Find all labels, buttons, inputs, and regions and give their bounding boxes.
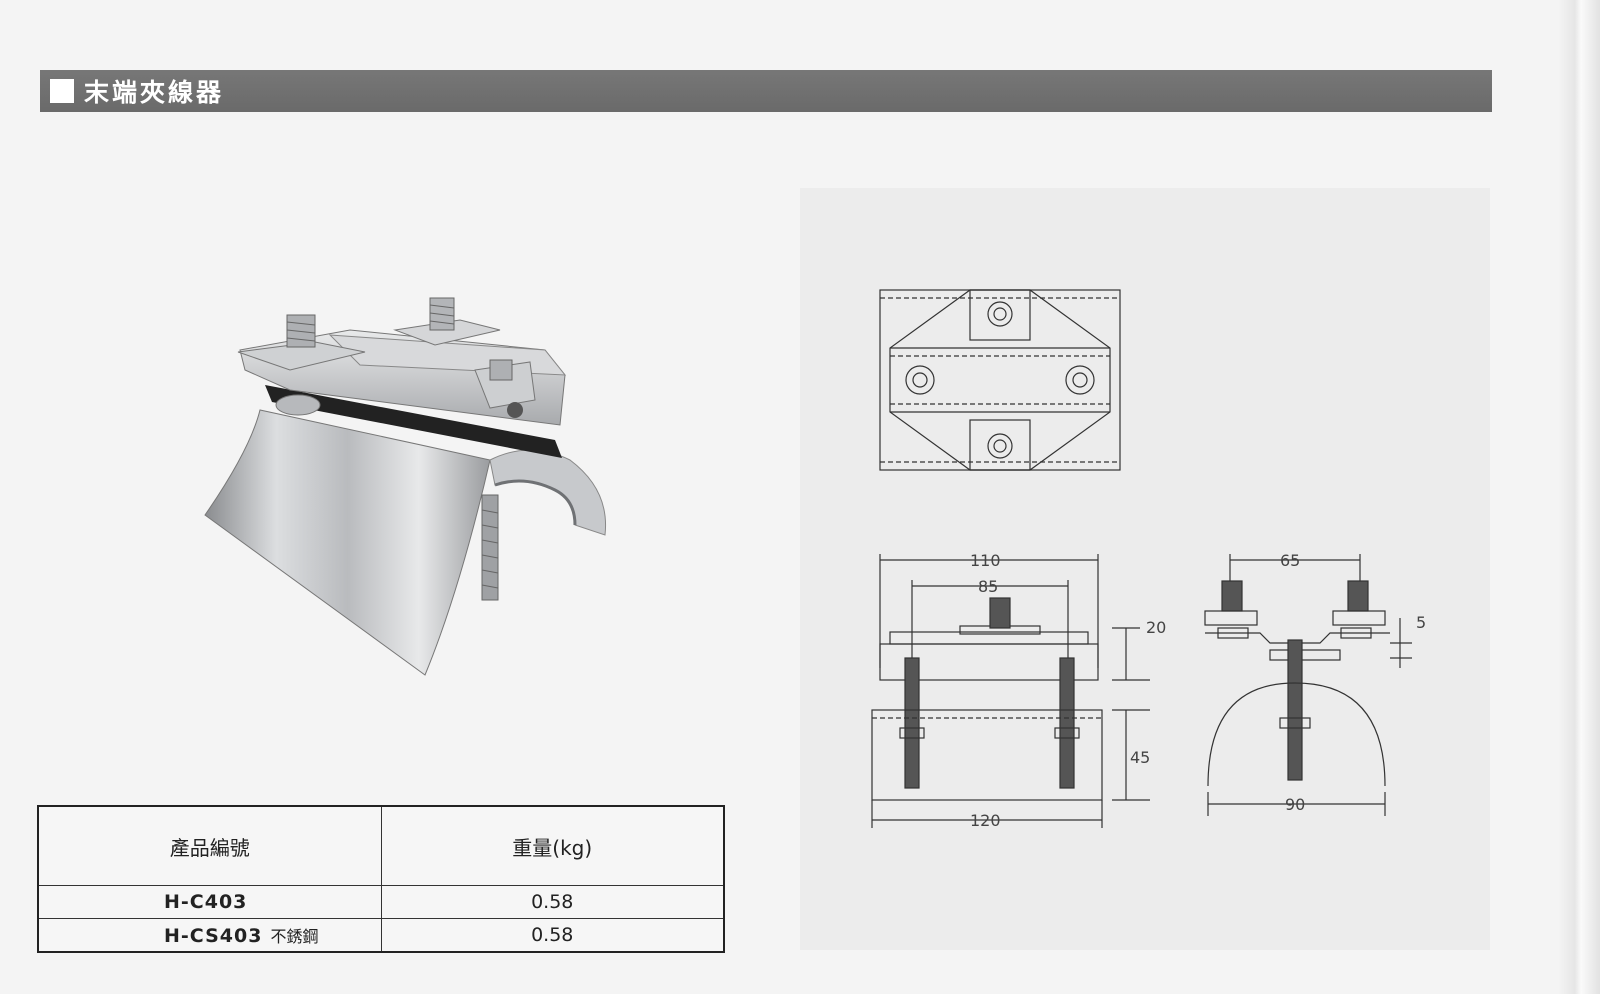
model-note: 不銹鋼 — [270, 927, 319, 946]
technical-drawing-panel: 110 85 20 45 120 65 5 90 — [800, 188, 1490, 950]
weight-cell: 0.58 — [380, 918, 725, 953]
page-edge — [1558, 0, 1600, 994]
dim-45: 45 — [1130, 748, 1150, 767]
technical-drawing: 110 85 20 45 120 65 5 90 — [871, 289, 1426, 830]
dim-5: 5 — [1416, 613, 1426, 632]
product-photo — [204, 297, 607, 676]
header-model: 產品編號 — [37, 805, 382, 886]
dim-65: 65 — [1280, 551, 1300, 570]
header-weight: 重量(kg) — [380, 805, 725, 886]
dim-85: 85 — [978, 577, 998, 596]
table-row: H-CS403 不銹鋼 0.58 — [37, 918, 725, 953]
model-code: H-C403 — [164, 891, 248, 913]
title-square-icon — [50, 79, 74, 103]
dim-110: 110 — [970, 551, 1001, 570]
model-cell: H-C403 — [37, 885, 382, 919]
table-header-row: 產品編號 重量(kg) — [37, 805, 725, 886]
spec-table: 產品編號 重量(kg) H-C403 0.58 H-CS403 不銹鋼 0.58 — [37, 805, 725, 953]
dim-90: 90 — [1285, 795, 1305, 814]
weight-cell: 0.58 — [380, 885, 725, 919]
table-row: H-C403 0.58 — [37, 885, 725, 919]
dim-120: 120 — [970, 811, 1001, 830]
top-view-outline — [879, 289, 1121, 471]
dim-20: 20 — [1146, 618, 1166, 637]
model-code: H-CS403 — [164, 925, 263, 947]
page-title: 末端夾線器 — [84, 78, 225, 107]
model-cell: H-CS403 不銹鋼 — [37, 918, 382, 953]
title-bar: 末端夾線器 — [40, 70, 1492, 112]
